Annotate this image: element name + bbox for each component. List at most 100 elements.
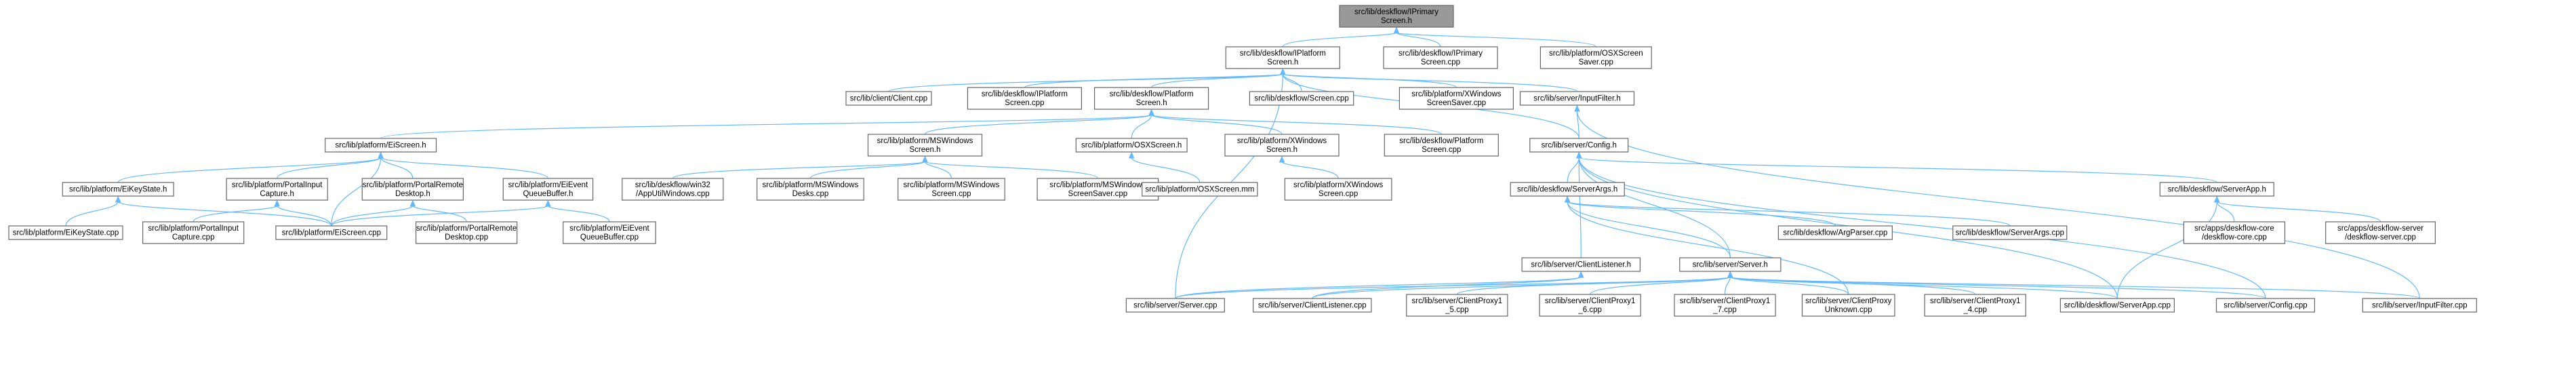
node-eiscreen-cpp[interactable]: src/lib/platform/EiScreen.cpp <box>275 225 388 240</box>
edge-line <box>2216 201 2381 223</box>
node-box <box>1801 294 1895 317</box>
node-box <box>2362 298 2477 313</box>
edge-clientlistener-h-to-config-h <box>1575 151 1582 258</box>
node-deskflow-core-cpp[interactable]: src/apps/deskflow-core/deskflow-core.cpp <box>2183 221 2286 244</box>
edge-line <box>1396 32 1596 47</box>
node-box <box>967 87 1083 110</box>
node-config-h[interactable]: src/lib/server/Config.h <box>1529 138 1629 153</box>
node-serverapp-h[interactable]: src/lib/deskflow/ServerApp.h <box>2159 182 2274 197</box>
edge-line <box>1729 276 2118 299</box>
edge-line <box>277 157 382 179</box>
edge-line <box>1578 157 2266 299</box>
node-deskflow-server-cpp[interactable]: src/apps/deskflow-server/deskflow-server… <box>2325 221 2436 244</box>
node-box <box>1510 182 1625 197</box>
node-client-cpp[interactable]: src/lib/client/Client.cpp <box>845 91 932 106</box>
edge-line <box>1578 157 1731 258</box>
node-box <box>1406 294 1508 317</box>
node-inputfilter-h[interactable]: src/lib/server/InputFilter.h <box>1519 91 1635 106</box>
edge-iprimaryscreen-cpp-to-root <box>1393 26 1441 47</box>
node-box <box>1952 225 2068 240</box>
node-label-line: src/lib/server/ClientProxy <box>1805 297 1891 305</box>
node-eikeystate-cpp[interactable]: src/lib/platform/EiKeyState.cpp <box>8 225 123 240</box>
edge-line <box>1151 114 1283 135</box>
node-argparser-cpp[interactable]: src/lib/deskflow/ArgParser.cpp <box>1777 225 1893 240</box>
node-box <box>1142 182 1258 197</box>
edge-clientproxyunknown-cpp-to-serverargs-h <box>1564 195 1849 295</box>
node-serverapp-cpp[interactable]: src/lib/deskflow/ServerApp.cpp <box>2059 298 2175 313</box>
node-eiscreen-h[interactable]: src/lib/platform/EiScreen.h <box>325 138 437 153</box>
node-osxscreen-mm[interactable]: src/lib/platform/OSXScreen.mm <box>1142 182 1258 197</box>
node-clientproxy1-4-cpp[interactable]: src/lib/server/ClientProxy1_4.cpp <box>1924 294 2026 317</box>
node-label-line: src/lib/platform/EiEvent <box>569 225 649 233</box>
node-label-line: src/lib/server/ClientListener.h <box>1531 261 1631 269</box>
node-box <box>1519 91 1635 106</box>
node-apputilwindows-cpp[interactable]: src/lib/deskflow/win32/AppUtilWindows.cp… <box>622 178 724 201</box>
edge-arrowhead <box>378 151 384 159</box>
node-box <box>622 178 724 201</box>
node-box <box>275 225 388 240</box>
node-clientproxy1-5-cpp[interactable]: src/lib/server/ClientProxy1_5.cpp <box>1406 294 1508 317</box>
edge-line <box>1024 73 1283 88</box>
edge-line <box>380 157 414 179</box>
edge-line <box>1131 157 1201 183</box>
node-label-line: src/lib/deskflow/IPlatform <box>982 90 1068 98</box>
node-box <box>2059 298 2175 313</box>
node-config-cpp[interactable]: src/lib/server/Config.cpp <box>2215 298 2315 313</box>
node-clientproxy1-6-cpp[interactable]: src/lib/server/ClientProxy1_6.cpp <box>1539 294 1641 317</box>
edge-arrowhead <box>1280 68 1286 75</box>
node-label-line: src/lib/server/Server.cpp <box>1133 302 1217 310</box>
node-box <box>1674 294 1776 317</box>
edge-line <box>1175 276 1582 299</box>
node-label-line: src/lib/deskflow/ServerApp.cpp <box>2064 302 2171 310</box>
node-label-line: src/lib/server/Server.h <box>1693 261 1768 269</box>
node-osxscreen-h[interactable]: src/lib/platform/OSXScreen.h <box>1075 138 1188 153</box>
node-serverargs-h[interactable]: src/lib/deskflow/ServerArgs.h <box>1510 182 1625 197</box>
node-server-cpp[interactable]: src/lib/server/Server.cpp <box>1125 298 1225 313</box>
node-server-h[interactable]: src/lib/server/Server.h <box>1679 257 1782 272</box>
node-clientproxy1-7-cpp[interactable]: src/lib/server/ClientProxy1_7.cpp <box>1674 294 1776 317</box>
edge-line <box>924 161 1098 179</box>
node-box <box>8 225 123 240</box>
edge-arrowhead <box>922 155 928 163</box>
node-clientlistener-h[interactable]: src/lib/server/ClientListener.h <box>1521 257 1641 272</box>
node-serverargs-cpp[interactable]: src/lib/deskflow/ServerArgs.cpp <box>1952 225 2068 240</box>
node-label-line: Screen.cpp <box>1422 146 1461 154</box>
edge-arrowhead <box>1148 109 1154 116</box>
node-label-line: Desktop.h <box>395 190 430 198</box>
node-box <box>1383 46 1498 69</box>
node-mswindowsscreensaver-cpp[interactable]: src/lib/platform/MSWindowsScreenSaver.cp… <box>1037 178 1159 201</box>
node-deskflowscreen-cpp[interactable]: src/lib/deskflow/Screen.cpp <box>1249 91 1354 106</box>
edge-line <box>2116 201 2217 299</box>
node-label-line: Saver.cpp <box>1579 58 1613 66</box>
edge-line <box>1567 201 1849 295</box>
node-eikeystate-h[interactable]: src/lib/platform/EiKeyState.h <box>62 182 174 197</box>
edge-line <box>924 161 952 179</box>
edge-iplatformscreen-h-to-root <box>1282 26 1400 47</box>
node-box <box>226 178 328 201</box>
edge-line <box>331 157 382 227</box>
node-inputfilter-cpp[interactable]: src/lib/server/InputFilter.cpp <box>2362 298 2477 313</box>
edge-line <box>924 114 1152 135</box>
node-clientlistener-cpp[interactable]: src/lib/server/ClientListener.cpp <box>1252 298 1372 313</box>
